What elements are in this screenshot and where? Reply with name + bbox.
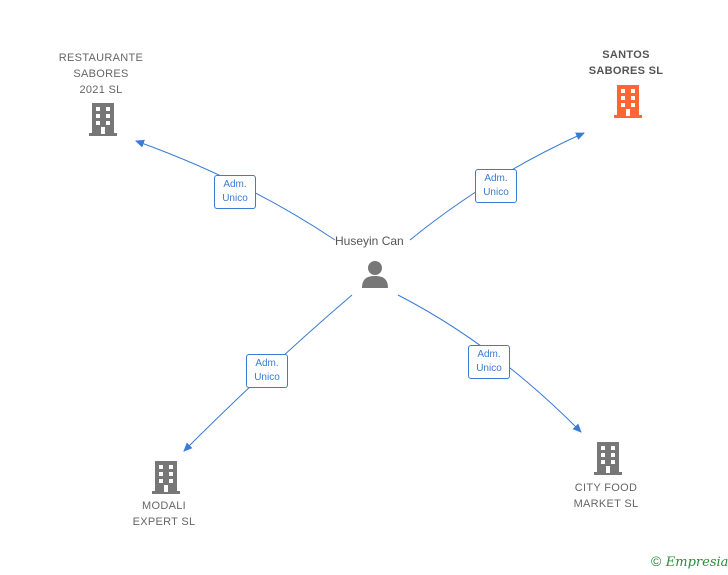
role-label: Adm.	[484, 173, 508, 184]
company-name-line: CITY FOOD	[574, 482, 638, 494]
role-label: Adm.	[255, 358, 279, 369]
role-label: Unico	[222, 193, 248, 204]
edge-label-cityfood[interactable]: Adm. Unico	[468, 345, 510, 379]
edge-label-santos[interactable]: Adm. Unico	[475, 169, 517, 203]
person-name[interactable]: Huseyin Can	[335, 234, 404, 248]
building-icon-highlighted[interactable]	[612, 84, 644, 118]
role-label: Unico	[476, 363, 502, 374]
company-name-line: SABORES SL	[588, 65, 664, 77]
company-name-line: SANTOS	[602, 49, 650, 61]
company-label-modali[interactable]: MODALI EXPERT SL	[104, 498, 224, 530]
role-label: Adm.	[223, 179, 247, 190]
person-icon[interactable]	[360, 259, 390, 289]
company-label-santos[interactable]: SANTOS SABORES SL	[566, 47, 686, 79]
edge-label-modali[interactable]: Adm. Unico	[246, 354, 288, 388]
role-label: Unico	[483, 187, 509, 198]
copyright-icon: ©	[651, 553, 662, 569]
brand-watermark: © Empresia	[651, 553, 728, 573]
company-name-line: MARKET SL	[573, 498, 639, 510]
role-label: Unico	[254, 372, 280, 383]
role-label: Adm.	[477, 349, 501, 360]
company-name-line: RESTAURANTE	[58, 52, 144, 64]
building-icon[interactable]	[87, 102, 119, 136]
company-name-line: MODALI	[142, 500, 186, 512]
edge-label-restaurante[interactable]: Adm. Unico	[214, 175, 256, 209]
company-name-line: 2021 SL	[79, 84, 123, 96]
company-label-cityfood[interactable]: CITY FOOD MARKET SL	[546, 480, 666, 512]
company-name-line: SABORES	[73, 68, 129, 80]
company-label-restaurante[interactable]: RESTAURANTE SABORES 2021 SL	[41, 50, 161, 98]
building-icon[interactable]	[150, 460, 182, 494]
brand-logo-text: Empresia	[665, 555, 728, 570]
company-name-line: EXPERT SL	[132, 516, 196, 528]
building-icon[interactable]	[592, 441, 624, 475]
